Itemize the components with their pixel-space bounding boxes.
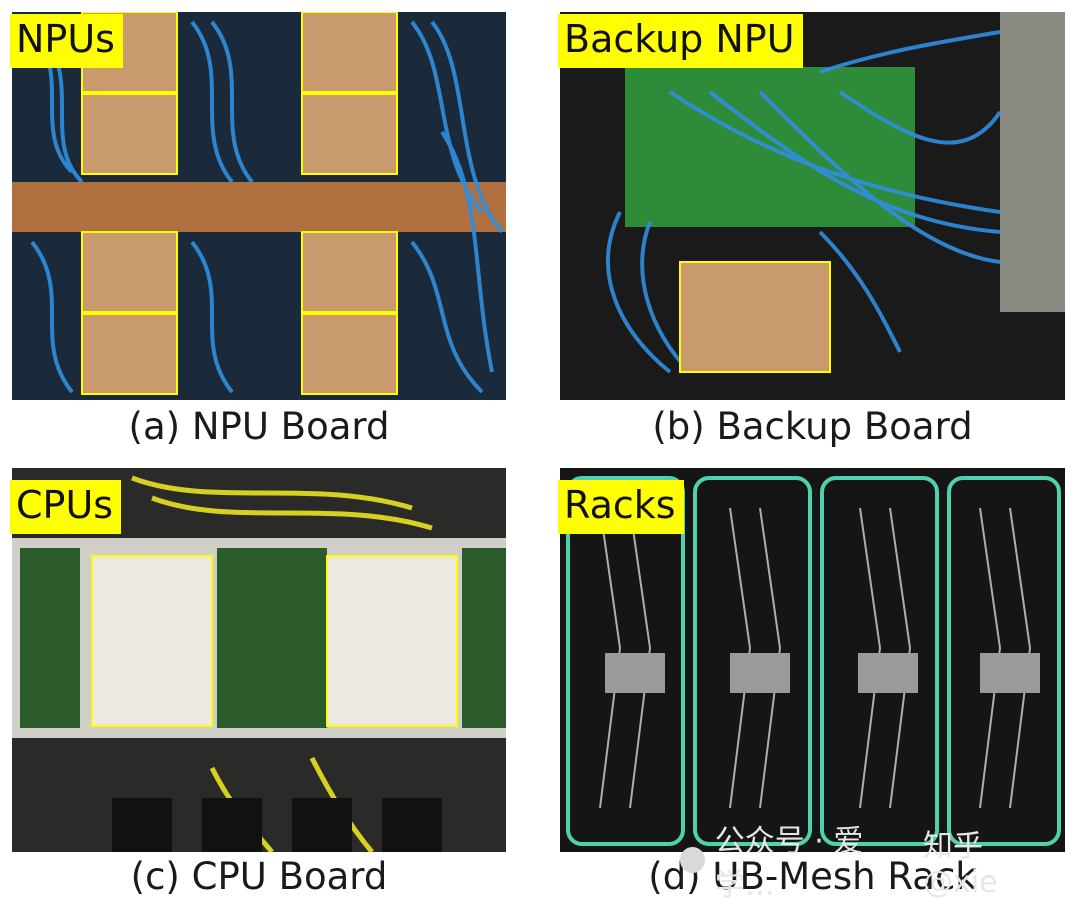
cpus-tag: CPUs [10,480,122,534]
npu-board-photo [12,12,506,400]
watermark: 公众号 · 爱学… 知乎 @xie [680,824,1060,903]
npus-tag: NPUs [10,14,123,68]
cpu-board-caption: (c) CPU Board [130,855,388,898]
backup-board-caption: (b) Backup Board [652,405,973,448]
cpu-board-photo [12,468,506,852]
watermark-line2: 知乎 @xie [923,828,998,900]
ub-mesh-rack-photo [560,468,1065,852]
watermark-line1: 公众号 · 爱学… [714,824,864,903]
npu-board-caption: (a) NPU Board [128,405,390,448]
racks-tag: Racks [558,480,684,534]
backup-board-photo [560,12,1065,400]
wechat-logo-icon [680,847,705,873]
backup-npu-tag: Backup NPU [558,14,803,68]
